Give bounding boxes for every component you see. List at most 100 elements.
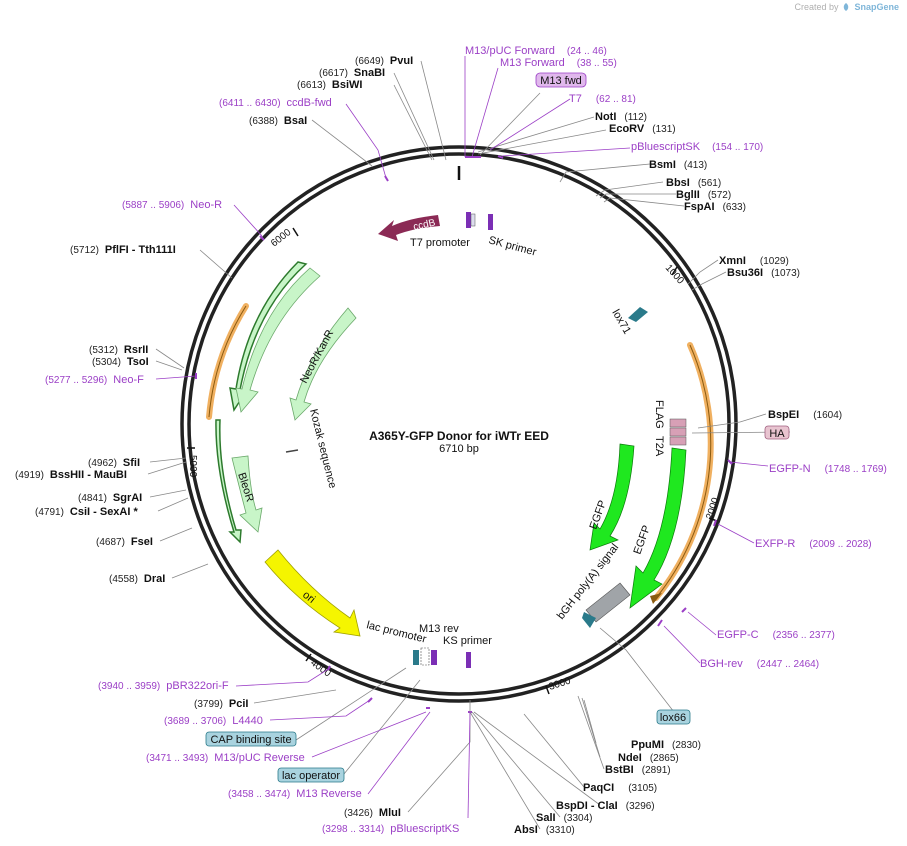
enzyme-fsei[interactable]: (4687)FseI xyxy=(96,536,153,548)
boxed-labels: M13 fwd HA lox66 CAP binding site lac op… xyxy=(205,72,790,783)
enzyme-noti[interactable]: NotI(112) xyxy=(595,111,647,123)
m13-rev-feature[interactable] xyxy=(431,650,437,665)
egfp-outer-feature[interactable] xyxy=(629,447,687,609)
primer-leader-lines xyxy=(155,56,769,819)
enzyme-sgrai[interactable]: (4841)SgrAI xyxy=(78,492,142,504)
bleor-dark-arrow xyxy=(215,419,242,544)
primer-egfp-n[interactable]: EGFP-N(1748 .. 1769) xyxy=(769,463,887,475)
lac-operator-feature[interactable] xyxy=(420,647,430,666)
primer-pbr322ori-f[interactable]: (3940 .. 3959)pBR322ori-F xyxy=(98,680,229,692)
primer-ccdb-fwd[interactable]: (6411 .. 6430)ccdB-fwd xyxy=(219,97,332,109)
orange-arc-right-head xyxy=(650,593,662,604)
m13-fwd-box[interactable] xyxy=(535,72,587,88)
enzyme-pflfi-tth111i[interactable]: (5712)PflFI - Tth111I xyxy=(70,244,176,256)
enzyme-mlui[interactable]: (3426)MluI xyxy=(344,807,401,819)
lox71-label: lox71 xyxy=(609,308,633,337)
cap-binding-site-box[interactable] xyxy=(205,731,297,747)
primer-exfp-r[interactable]: EXFP-R(2009 .. 2028) xyxy=(755,538,872,550)
orange-arc-left-core xyxy=(208,305,247,418)
lac-promoter-feature[interactable] xyxy=(413,650,419,665)
enzyme-bstbi[interactable]: BstBI(2891) xyxy=(605,764,671,776)
enzyme-ppumi[interactable]: PpuMI(2830) xyxy=(631,739,701,751)
orange-arc-right-core xyxy=(655,344,712,599)
ks-primer-label: KS primer xyxy=(443,635,492,647)
lac-operator-box[interactable] xyxy=(277,767,345,783)
enzyme-sfii[interactable]: (4962)SfiI xyxy=(88,457,140,469)
primer-m13-forward[interactable]: M13 Forward(38 .. 55) xyxy=(500,57,617,69)
lox66-feature[interactable] xyxy=(582,612,596,628)
enzyme-bspei[interactable]: BspEI(1604) xyxy=(768,409,842,421)
egfp-outer-label: EGFP xyxy=(632,524,654,556)
enzyme-xmni[interactable]: XmnI(1029) xyxy=(719,255,789,267)
t7-promoter-label: T7 promoter xyxy=(410,237,470,249)
enzyme-absi[interactable]: AbsI(3310) xyxy=(514,824,575,836)
enzyme-paqci[interactable]: PaqCI(3105) xyxy=(583,782,657,794)
enzyme-bsai[interactable]: (6388)BsaI xyxy=(249,115,307,127)
flag-feature[interactable] xyxy=(669,418,687,428)
egfp-inner-feature[interactable] xyxy=(589,443,635,551)
flag-label: FLAG xyxy=(653,400,665,429)
enzyme-pcii[interactable]: (3799)PciI xyxy=(194,698,248,710)
lox66-box[interactable] xyxy=(656,709,691,725)
primer-l4440[interactable]: (3689 .. 3706)L4440 xyxy=(164,715,263,727)
backbone-inner-strand xyxy=(187,152,731,696)
cap-binding-site-label: CAP binding site xyxy=(210,734,291,746)
m13-fwd-feature[interactable] xyxy=(470,213,476,227)
kozak-label: Kozak sequence xyxy=(307,408,338,490)
ha-box-label: HA xyxy=(769,428,785,440)
bgh-polya-feature[interactable] xyxy=(585,582,631,623)
ccdb-feature[interactable] xyxy=(378,215,440,241)
lox66-box-label: lox66 xyxy=(660,712,686,724)
bleor-label: BleoR xyxy=(235,471,256,503)
ori-feature[interactable] xyxy=(264,549,361,637)
enzyme-bspdi-clai[interactable]: BspDI - ClaI(3296) xyxy=(556,800,655,812)
enzyme-snabi[interactable]: (6617)SnaBI xyxy=(319,67,385,79)
primer-pbluescriptsk[interactable]: pBluescriptSK(154 .. 170) xyxy=(631,141,763,153)
neor-kanr-second-feature[interactable] xyxy=(289,307,357,421)
t7-promoter-feature[interactable] xyxy=(466,212,471,228)
enzyme-bsmi[interactable]: BsmI(413) xyxy=(649,159,707,171)
primer-m13-reverse[interactable]: (3458 .. 3474)M13 Reverse xyxy=(228,788,362,800)
primer-egfp-c[interactable]: EGFP-C(2356 .. 2377) xyxy=(717,629,835,641)
enzyme-labels: (6649)PvuI (6617)SnaBI (6613)BsiWI (6388… xyxy=(15,55,842,836)
bleor-feature[interactable] xyxy=(231,455,263,533)
enzyme-tsoi[interactable]: (5304)TsoI xyxy=(92,356,149,368)
primer-m13-puc-forward[interactable]: M13/pUC Forward(24 .. 46) xyxy=(465,45,607,57)
enzyme-ecorv[interactable]: EcoRV(131) xyxy=(609,123,676,135)
primer-neo-f[interactable]: (5277 .. 5296)Neo-F xyxy=(45,374,144,386)
primer-t7[interactable]: T7(62 .. 81) xyxy=(569,93,636,105)
ha-feature[interactable] xyxy=(669,427,687,437)
kozak-feature[interactable] xyxy=(285,449,299,453)
plasmid-name: A365Y-GFP Donor for iWTr EED xyxy=(369,429,549,443)
enzyme-fspai[interactable]: FspAI(633) xyxy=(684,201,746,213)
enzyme-bsu36i[interactable]: Bsu36I(1073) xyxy=(727,267,800,279)
snapgene-branding: Created by SnapGene xyxy=(794,2,899,12)
primer-pbluescriptks[interactable]: (3298 .. 3314)pBluescriptKS xyxy=(322,823,459,835)
enzyme-bglii[interactable]: BglII(572) xyxy=(676,189,731,201)
primer-bgh-rev[interactable]: BGH-rev(2447 .. 2464) xyxy=(700,658,819,670)
plasmid-size: 6710 bp xyxy=(439,443,479,455)
enzyme-bbsi[interactable]: BbsI(561) xyxy=(666,177,721,189)
enzyme-rsrii[interactable]: (5312)RsrII xyxy=(89,344,148,356)
m13-fwd-box-label: M13 fwd xyxy=(540,75,582,87)
sk-primer-feature[interactable] xyxy=(488,214,493,230)
enzyme-sali[interactable]: SalI(3304) xyxy=(536,812,592,824)
enzyme-bsshii-maubi[interactable]: (4919)BssHII - MauBI xyxy=(15,469,127,481)
enzyme-bsiwi[interactable]: (6613)BsiWI xyxy=(297,79,362,91)
lox71-feature[interactable] xyxy=(628,307,648,322)
enzyme-pvui[interactable]: (6649)PvuI xyxy=(355,55,413,67)
t2a-feature[interactable] xyxy=(669,436,687,446)
enzyme-ndei[interactable]: NdeI(2865) xyxy=(618,752,679,764)
enzyme-csii-sexai[interactable]: (4791)CsiI - SexAI * xyxy=(35,506,138,518)
ks-primer-feature[interactable] xyxy=(466,652,471,668)
enzyme-drai[interactable]: (4558)DraI xyxy=(109,573,165,585)
ha-box[interactable] xyxy=(764,425,790,440)
primer-neo-r[interactable]: (5887 .. 5906)Neo-R xyxy=(122,199,222,211)
lac-operator-label: lac operator xyxy=(282,770,340,782)
tick-label-1000: 1000 xyxy=(663,263,686,287)
neor-kanr-inner-feature[interactable] xyxy=(235,267,321,413)
leader-lines xyxy=(147,60,791,830)
primer-m13-puc-reverse[interactable]: (3471 .. 3493)M13/pUC Reverse xyxy=(146,752,305,764)
m13-rev-label: M13 rev xyxy=(419,623,459,635)
